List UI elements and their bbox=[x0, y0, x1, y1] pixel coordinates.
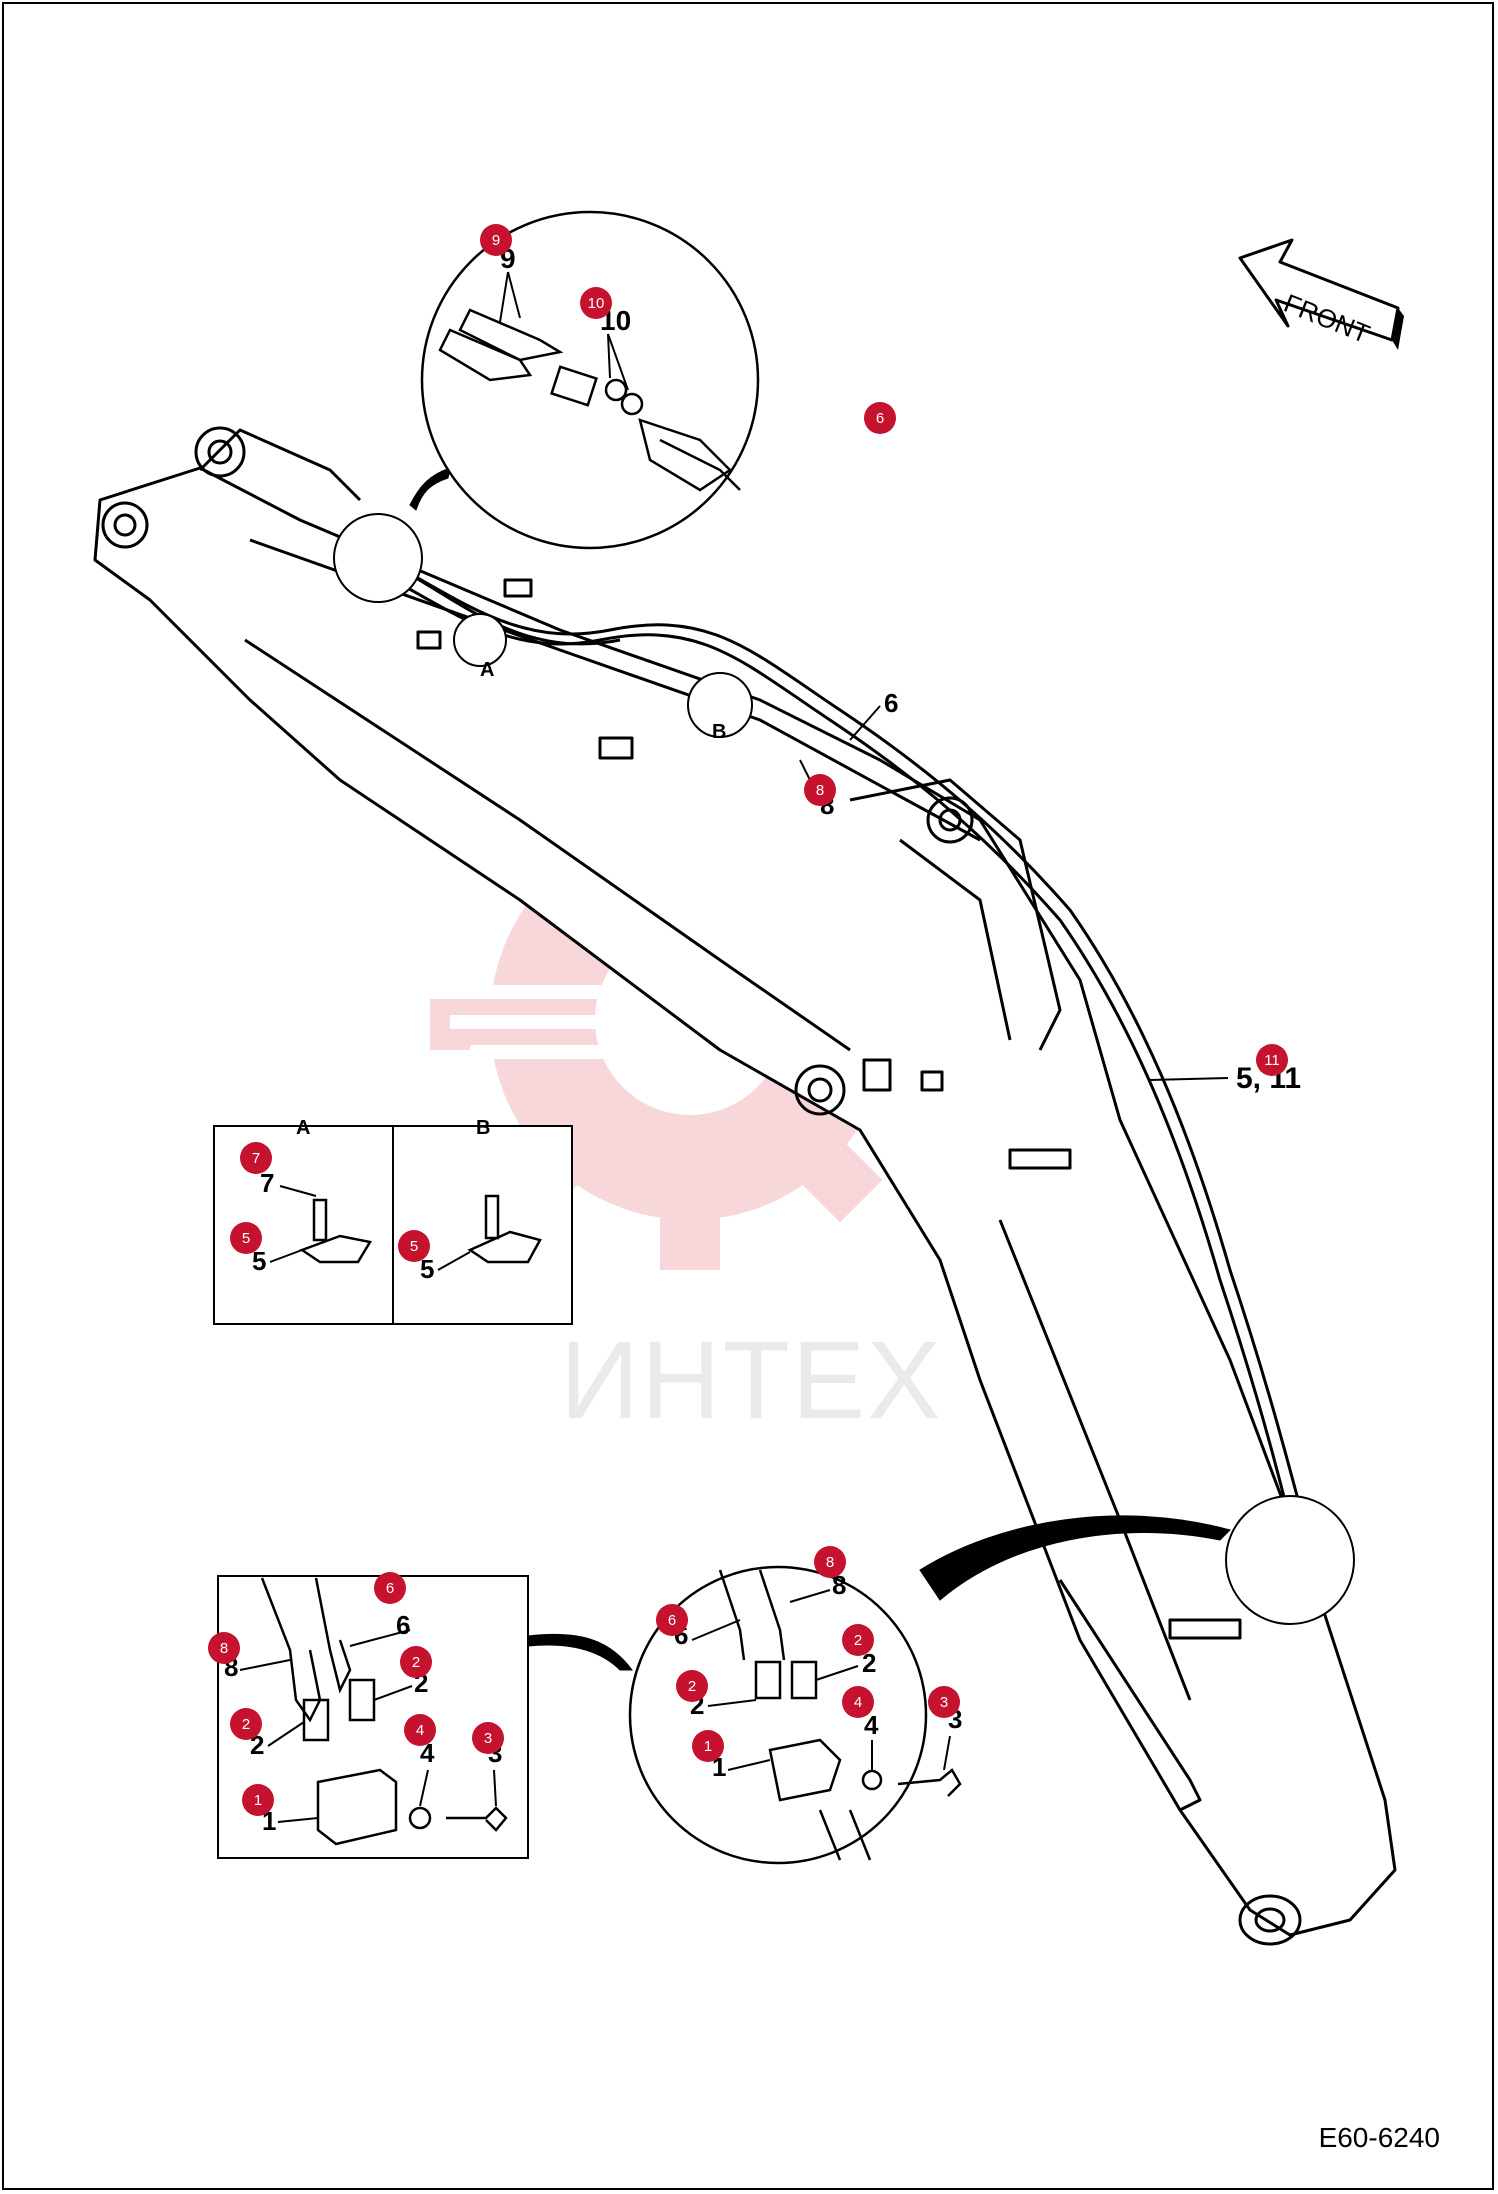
svg-text:2: 2 bbox=[242, 1716, 250, 1733]
part-label-6-boom: 6 bbox=[884, 688, 898, 718]
part-label-2-bottom-a: 2 bbox=[862, 1648, 876, 1678]
svg-text:6: 6 bbox=[668, 1612, 676, 1629]
svg-text:6: 6 bbox=[386, 1580, 394, 1597]
callout-11: 11 bbox=[1256, 1044, 1288, 1076]
detail-box-bottom-left bbox=[217, 1575, 529, 1859]
part-label-5-b: 5 bbox=[420, 1254, 434, 1284]
callout-8-left: 8 bbox=[208, 1632, 240, 1664]
box-detail-b-label: B bbox=[476, 1117, 490, 1139]
boom-detail-a-label: A bbox=[480, 659, 494, 681]
callout-2-left-b: 2 bbox=[230, 1708, 262, 1740]
front-arrow-icon: FRONT bbox=[1238, 238, 1404, 350]
callout-1-bottom: 1 bbox=[692, 1730, 724, 1762]
svg-text:3: 3 bbox=[940, 1694, 948, 1711]
svg-text:2: 2 bbox=[412, 1654, 420, 1671]
callout-10: 10 bbox=[580, 287, 612, 319]
callout-4-bottom: 4 bbox=[842, 1686, 874, 1718]
svg-text:8: 8 bbox=[220, 1640, 228, 1657]
callout-9: 9 bbox=[480, 224, 512, 256]
svg-text:11: 11 bbox=[1264, 1052, 1280, 1069]
part-label-7-a: 7 bbox=[260, 1168, 274, 1198]
detail-leader-curves bbox=[409, 467, 1231, 1671]
svg-text:6: 6 bbox=[876, 410, 884, 427]
callout-8-boom: 8 bbox=[804, 774, 836, 806]
callout-6-bottom: 6 bbox=[656, 1604, 688, 1636]
callout-6-boom: 6 bbox=[864, 402, 896, 434]
callout-2-bottom-b: 2 bbox=[676, 1670, 708, 1702]
callout-3-left: 3 bbox=[472, 1722, 504, 1754]
part-label-6-left: 6 bbox=[396, 1610, 410, 1640]
detail-ab-box bbox=[213, 1125, 573, 1325]
detail-circle-top bbox=[420, 210, 760, 550]
callout-1-left: 1 bbox=[242, 1784, 274, 1816]
box-detail-a-label: A bbox=[296, 1117, 310, 1139]
callout-6-left: 6 bbox=[374, 1572, 406, 1604]
svg-text:2: 2 bbox=[688, 1678, 696, 1695]
part-label-5-a: 5 bbox=[252, 1246, 266, 1276]
callout-5-b: 5 bbox=[398, 1230, 430, 1262]
svg-text:10: 10 bbox=[588, 295, 605, 312]
svg-text:8: 8 bbox=[826, 1554, 834, 1571]
watermark-text: ИНТЕХ bbox=[560, 1319, 942, 1442]
callout-3-bottom: 3 bbox=[928, 1686, 960, 1718]
part-label-8-bottom: 8 bbox=[832, 1570, 846, 1600]
svg-text:1: 1 bbox=[254, 1792, 262, 1809]
callout-2-left-a: 2 bbox=[400, 1646, 432, 1678]
document-code: E60-6240 bbox=[1318, 2122, 1440, 2153]
boom-detail-b-label: B bbox=[712, 721, 726, 743]
svg-text:8: 8 bbox=[816, 782, 824, 799]
svg-text:1: 1 bbox=[704, 1738, 712, 1755]
svg-text:5: 5 bbox=[242, 1230, 250, 1247]
callout-8-bottom: 8 bbox=[814, 1546, 846, 1578]
boom-body bbox=[93, 426, 1397, 1946]
callout-2-bottom-a: 2 bbox=[842, 1624, 874, 1656]
callout-4-left: 4 bbox=[404, 1714, 436, 1746]
callout-5-a: 5 bbox=[230, 1222, 262, 1254]
svg-text:4: 4 bbox=[416, 1722, 424, 1739]
svg-text:2: 2 bbox=[854, 1632, 862, 1649]
svg-text:4: 4 bbox=[854, 1694, 862, 1711]
svg-text:9: 9 bbox=[492, 232, 500, 249]
boom-magnifiers bbox=[333, 513, 1355, 1625]
svg-text:7: 7 bbox=[252, 1150, 260, 1167]
detail-captions: A B A B bbox=[296, 659, 726, 1139]
svg-text:3: 3 bbox=[484, 1730, 492, 1747]
callout-7: 7 bbox=[240, 1142, 272, 1174]
svg-text:5: 5 bbox=[410, 1238, 418, 1255]
part-label-4-bottom: 4 bbox=[864, 1710, 879, 1740]
